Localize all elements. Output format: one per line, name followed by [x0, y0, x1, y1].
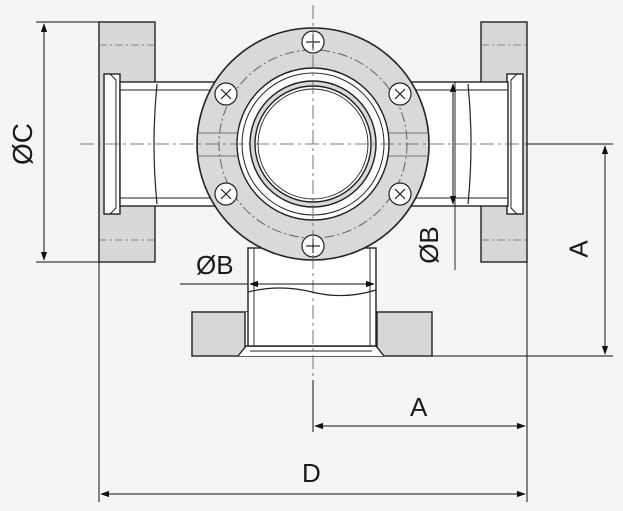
dim-label-dia-b-vertical: ØB [413, 226, 444, 264]
bottom-tube [247, 247, 377, 347]
dim-label-a-horizontal: A [410, 392, 428, 422]
center-lines [80, 5, 550, 380]
bolt-hole-bottom-right [388, 182, 412, 206]
dim-label-dia-c: ØC [7, 123, 38, 165]
dimension-lines [36, 21, 613, 502]
bolt-hole-top-right [388, 82, 412, 106]
dim-label-a-vertical: A [563, 240, 594, 258]
bolt-hole-bottom-left [214, 182, 238, 206]
dim-label-d: D [302, 458, 321, 488]
dim-label-dia-b-horizontal: ØB [196, 250, 234, 280]
bolt-hole-top-left [214, 82, 238, 106]
